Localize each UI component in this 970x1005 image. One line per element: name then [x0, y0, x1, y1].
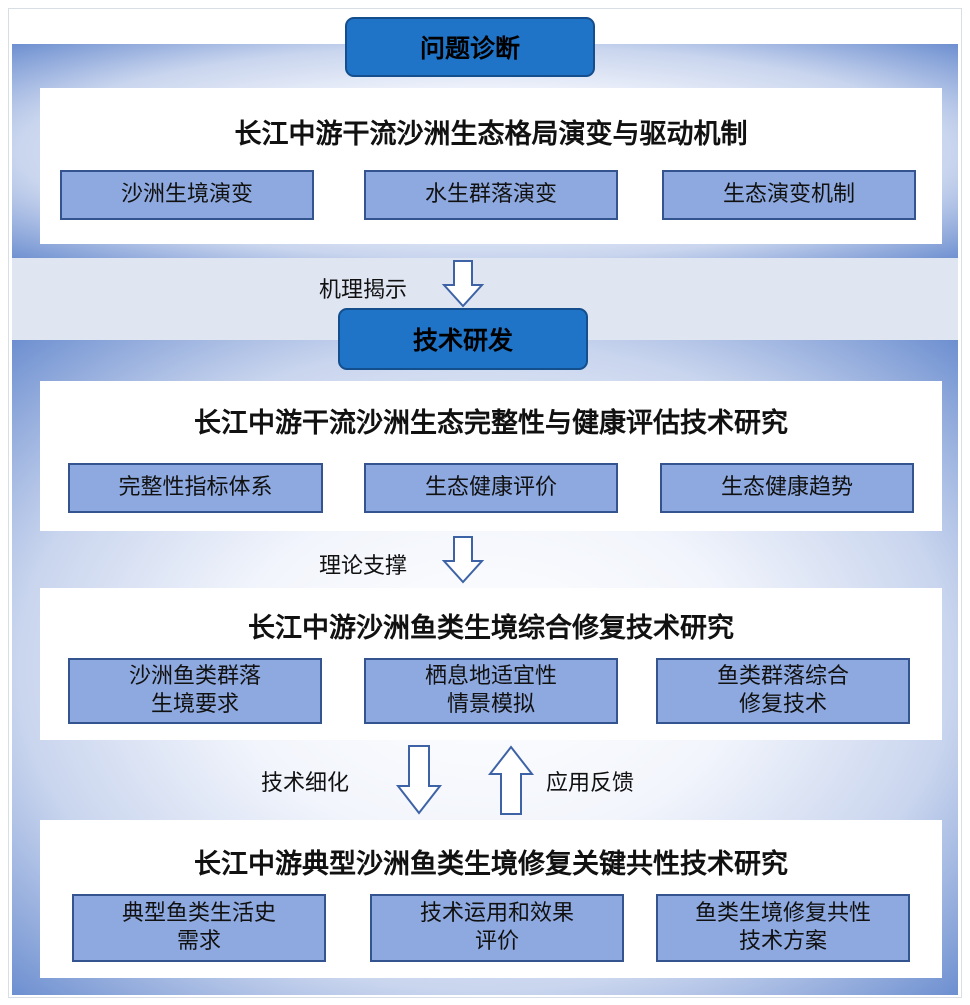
box-aquatic-community: 水生群落演变 — [364, 170, 618, 220]
box-common-scheme: 鱼类生境修复共性 技术方案 — [656, 894, 910, 962]
box-application-evaluation: 技术运用和效果 评价 — [370, 894, 624, 962]
box-text-line: 情景模拟 — [446, 692, 535, 717]
box-text-line: 评价 — [474, 929, 519, 954]
box-text-line: 技术方案 — [738, 929, 827, 954]
down-arrow-icon — [395, 745, 443, 815]
box-health-evaluation: 生态健康评价 — [364, 463, 618, 513]
link-label-refinement: 技术细化 — [261, 771, 350, 796]
box-integrity-index: 完整性指标体系 — [68, 463, 323, 513]
panel-title-common-technology: 长江中游典型沙洲鱼类生境修复关键共性技术研究 — [194, 849, 788, 880]
panel-title-integrity-health: 长江中游干流沙洲生态完整性与健康评估技术研究 — [194, 408, 788, 439]
box-life-history: 典型鱼类生活史 需求 — [72, 894, 326, 962]
box-health-trend: 生态健康趋势 — [660, 463, 914, 513]
link-label-theory: 理论支撑 — [319, 554, 408, 579]
link-label-mechanism: 机理揭示 — [319, 278, 408, 303]
box-text-line: 修复技术 — [738, 692, 827, 717]
phase-label-diagnosis: 问题诊断 — [345, 17, 595, 77]
panel-title-habitat-restoration: 长江中游沙洲鱼类生境综合修复技术研究 — [248, 613, 734, 644]
box-community-restoration: 鱼类群落综合 修复技术 — [656, 658, 910, 724]
panel-common-technology: 长江中游典型沙洲鱼类生境修复关键共性技术研究 典型鱼类生活史 需求 技术运用和效… — [40, 820, 942, 978]
box-text-line: 沙洲鱼类群落 — [128, 664, 261, 689]
box-eco-mechanism: 生态演变机制 — [662, 170, 916, 220]
box-text-line: 鱼类群落综合 — [716, 664, 849, 689]
box-sandbar-habitat: 沙洲生境演变 — [60, 170, 314, 220]
up-arrow-icon — [487, 745, 535, 815]
down-arrow-icon — [441, 536, 485, 584]
box-habitat-requirements: 沙洲鱼类群落 生境要求 — [68, 658, 322, 724]
box-text-line: 栖息地适宜性 — [424, 664, 557, 689]
box-text-line: 技术运用和效果 — [419, 901, 574, 926]
phase-label-development: 技术研发 — [338, 308, 588, 370]
panel-title-diagnosis: 长江中游干流沙洲生态格局演变与驱动机制 — [234, 119, 748, 150]
panel-integrity-health: 长江中游干流沙洲生态完整性与健康评估技术研究 完整性指标体系 生态健康评价 生态… — [40, 381, 942, 531]
link-label-feedback: 应用反馈 — [546, 771, 635, 796]
panel-habitat-restoration: 长江中游沙洲鱼类生境综合修复技术研究 沙洲鱼类群落 生境要求 栖息地适宜性 情景… — [40, 588, 942, 740]
box-text-line: 需求 — [176, 929, 221, 954]
down-arrow-icon — [441, 260, 485, 308]
box-text-line: 生境要求 — [150, 692, 239, 717]
box-text-line: 鱼类生境修复共性 — [694, 901, 871, 926]
panel-diagnosis: 长江中游干流沙洲生态格局演变与驱动机制 沙洲生境演变 水生群落演变 生态演变机制 — [40, 88, 942, 244]
box-scenario-simulation: 栖息地适宜性 情景模拟 — [364, 658, 618, 724]
box-text-line: 典型鱼类生活史 — [121, 901, 276, 926]
